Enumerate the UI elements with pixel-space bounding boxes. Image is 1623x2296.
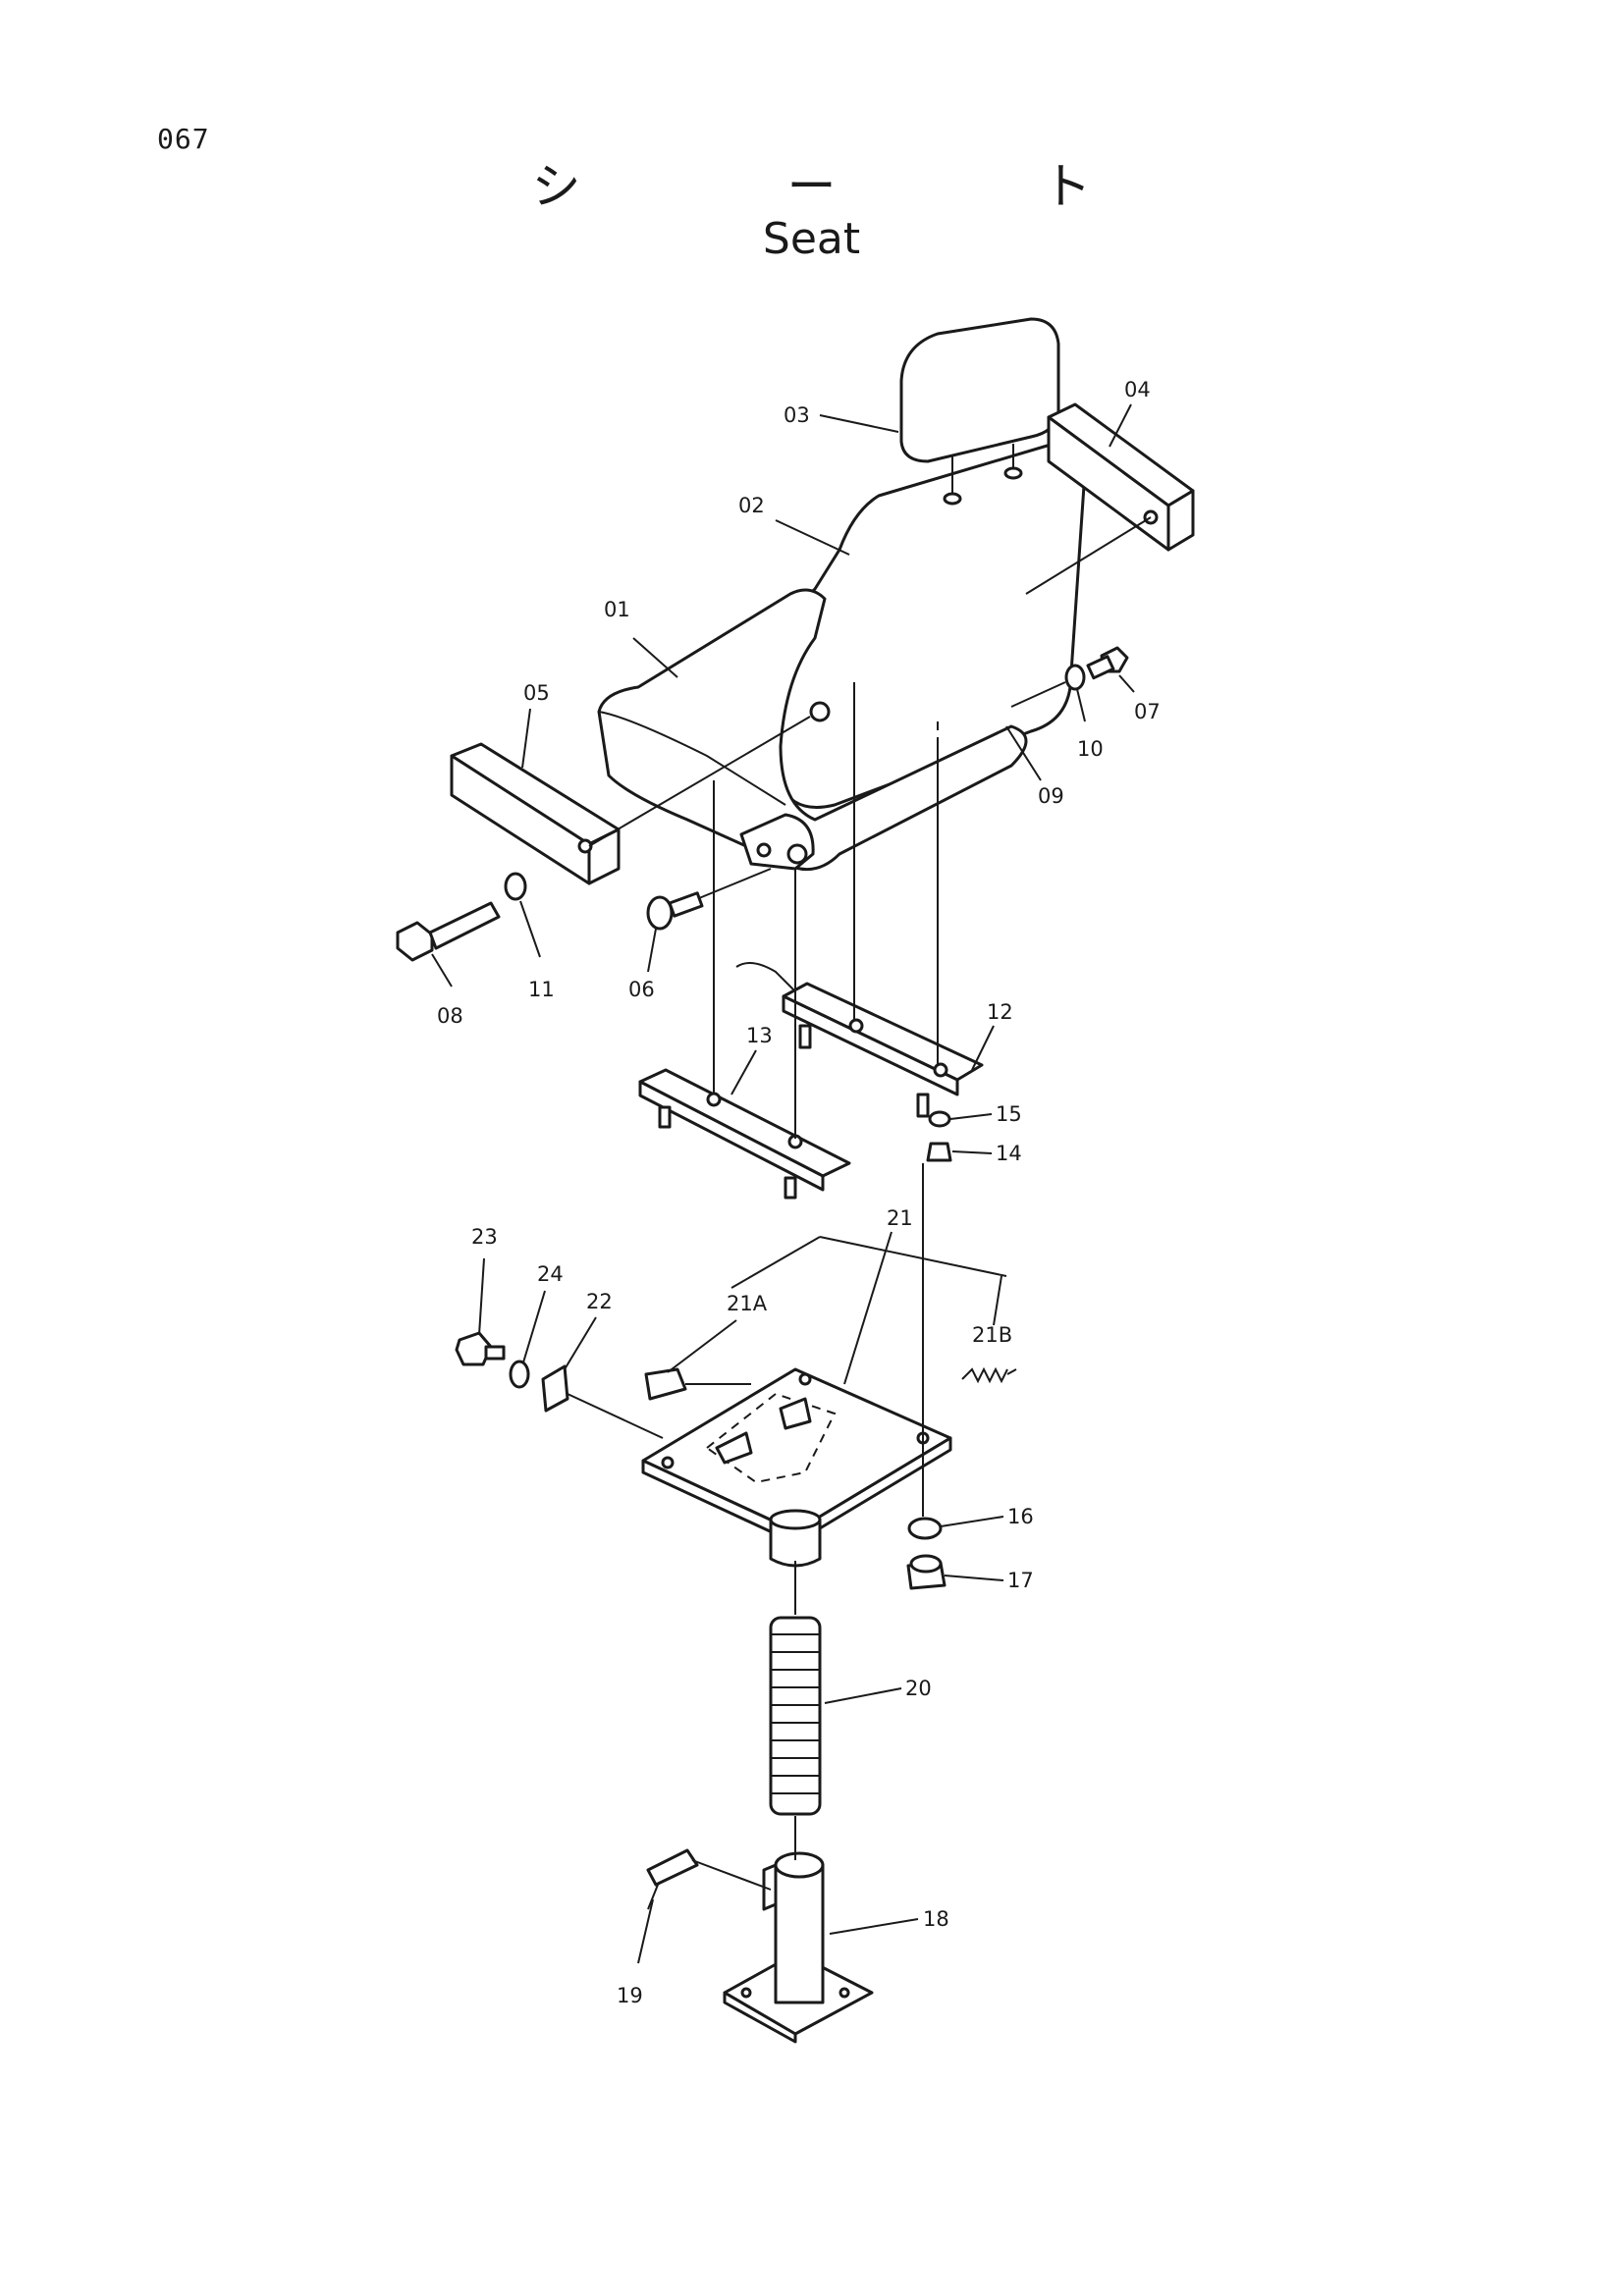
knob-bolt-part <box>646 868 772 931</box>
headrest-part <box>899 317 1060 506</box>
callout-17: 17 <box>944 1569 1034 1592</box>
callout-03: 03 <box>784 403 899 433</box>
washer-15-part <box>928 1110 951 1128</box>
callout-19: 19 <box>617 1898 654 2007</box>
page-title: Seat <box>762 214 861 264</box>
svg-text:17: 17 <box>1007 1569 1034 1592</box>
hinge-bracket <box>739 813 815 871</box>
svg-text:20: 20 <box>905 1677 932 1700</box>
right-slide-rail-part <box>735 962 984 1118</box>
svg-text:08: 08 <box>437 1004 463 1028</box>
callout-18: 18 <box>829 1907 949 1935</box>
washer-10-part <box>1064 664 1086 691</box>
washer-11-part <box>504 872 527 901</box>
washer-24-part <box>509 1360 530 1389</box>
svg-text:11: 11 <box>528 978 555 1001</box>
callout-05: 05 <box>521 681 550 769</box>
svg-text:01: 01 <box>604 598 630 621</box>
clip-22-part <box>541 1364 569 1413</box>
callout-12: 12 <box>971 1000 1013 1071</box>
return-spring-part <box>961 1366 1017 1384</box>
callout-09: 09 <box>1005 725 1064 808</box>
callout-02: 02 <box>738 494 850 556</box>
callout-06: 06 <box>628 928 657 1001</box>
bolt-23-part <box>455 1331 506 1366</box>
nut-14-part <box>926 1142 952 1162</box>
left-armrest-part <box>450 716 811 885</box>
svg-text:07: 07 <box>1134 700 1161 723</box>
callout-16: 16 <box>940 1505 1034 1528</box>
t-handle-part <box>646 1848 772 1910</box>
svg-text:18: 18 <box>923 1907 949 1931</box>
svg-text:21B: 21B <box>972 1323 1012 1347</box>
callout-01: 01 <box>604 598 678 678</box>
callout-13: 13 <box>730 1024 773 1095</box>
callout-21a: 21A <box>667 1236 1007 1373</box>
lever-handle-part <box>644 1367 751 1401</box>
svg-text:15: 15 <box>996 1102 1022 1126</box>
long-bolt-part <box>396 901 501 962</box>
callout-11: 11 <box>519 900 555 1001</box>
svg-text:22: 22 <box>586 1290 613 1313</box>
callout-04: 04 <box>1109 378 1151 448</box>
seat-back-part <box>774 420 1091 809</box>
left-slide-rail-part <box>638 1068 851 1200</box>
page-number: 067 <box>157 123 210 155</box>
svg-text:09: 09 <box>1038 784 1064 808</box>
pedestal-part <box>723 1851 874 2044</box>
seat-base-plate-part <box>641 1367 952 1545</box>
callout-24: 24 <box>522 1262 564 1363</box>
svg-text:12: 12 <box>987 1000 1013 1024</box>
callout-10: 10 <box>1076 688 1104 761</box>
callout-21b: 21B <box>972 1275 1012 1347</box>
svg-text:06: 06 <box>628 978 655 1001</box>
svg-text:21: 21 <box>887 1206 913 1230</box>
right-armrest-part <box>1025 402 1195 595</box>
svg-text:13: 13 <box>746 1024 773 1047</box>
svg-text:10: 10 <box>1077 737 1104 761</box>
svg-text:04: 04 <box>1124 378 1151 401</box>
callout-23: 23 <box>471 1225 498 1336</box>
svg-text:21A: 21A <box>727 1292 768 1315</box>
callout-14: 14 <box>951 1142 1022 1165</box>
callout-08: 08 <box>431 953 463 1028</box>
svg-text:03: 03 <box>784 403 810 427</box>
right-bolt-part <box>1086 646 1129 680</box>
callout-22: 22 <box>564 1290 613 1370</box>
svg-text:24: 24 <box>537 1262 564 1286</box>
bellows-part <box>769 1616 822 1816</box>
callout-21: 21 <box>843 1206 913 1385</box>
svg-text:23: 23 <box>471 1225 498 1249</box>
svg-text:14: 14 <box>996 1142 1022 1165</box>
callout-20: 20 <box>824 1677 932 1704</box>
svg-text:16: 16 <box>1007 1505 1034 1528</box>
svg-text:05: 05 <box>523 681 550 705</box>
washer-16-part <box>907 1517 943 1540</box>
callout-15: 15 <box>949 1102 1022 1126</box>
svg-text:19: 19 <box>617 1984 643 2007</box>
svg-text:02: 02 <box>738 494 765 517</box>
callout-07: 07 <box>1118 674 1161 723</box>
page-title-japanese: シ ー ト <box>531 158 1170 215</box>
